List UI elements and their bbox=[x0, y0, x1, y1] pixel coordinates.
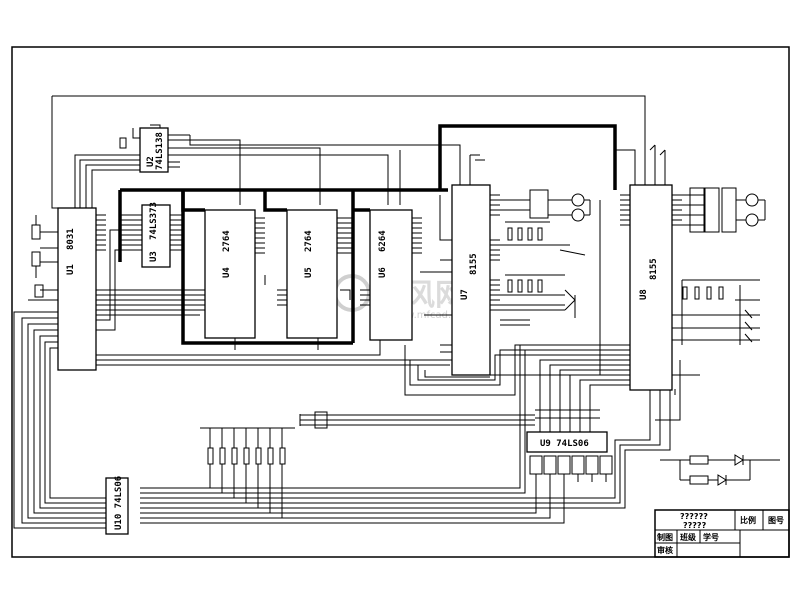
chip-u3-label: 74LS373 bbox=[149, 202, 159, 240]
chip-u8: U8 8155 bbox=[620, 184, 682, 391]
chip-u2-label: 74LS138 bbox=[155, 132, 165, 170]
chip-u3-id: U3 bbox=[149, 251, 159, 262]
chip-u6-label: 6264 bbox=[378, 230, 388, 252]
chip-u5-label: 2764 bbox=[304, 230, 314, 252]
pin-marks bbox=[299, 144, 666, 426]
seven-segment-displays bbox=[529, 455, 613, 482]
chip-u1-id: U1 bbox=[66, 264, 76, 275]
title-class: 班级 bbox=[680, 532, 697, 542]
title-drawn-by: 制图 bbox=[657, 532, 673, 542]
u8-peripherals bbox=[681, 187, 766, 345]
title-scale: 比例 bbox=[740, 515, 756, 525]
title-name: ?????? bbox=[680, 512, 708, 521]
title-reviewer: 审核 bbox=[657, 545, 673, 555]
chip-u6: U6 6264 bbox=[360, 209, 422, 341]
u7-peripherals bbox=[500, 189, 591, 326]
diode-circuit bbox=[660, 454, 780, 486]
chip-u9: U9 74LS06 bbox=[526, 431, 608, 453]
chip-u10-label: U10 74LS06 bbox=[114, 476, 124, 530]
chip-u7: U7 8155 bbox=[440, 184, 500, 376]
data-bus bbox=[118, 124, 617, 345]
chip-u4: U4 2764 bbox=[195, 209, 265, 339]
chip-u5-id: U5 bbox=[304, 267, 314, 278]
chip-u10: U10 74LS06 bbox=[105, 476, 129, 535]
chip-u8-id: U8 bbox=[639, 289, 649, 300]
chip-u4-label: 2764 bbox=[222, 230, 232, 252]
chip-u5: U5 2764 bbox=[277, 209, 353, 339]
clock-reset-circuit bbox=[28, 215, 45, 313]
chip-u1: U1 8031 bbox=[40, 207, 106, 371]
chip-u6-id: U6 bbox=[378, 267, 388, 278]
led-driver-wiring bbox=[300, 359, 630, 432]
chip-u4-id: U4 bbox=[222, 267, 232, 278]
chip-u9-label: U9 74LS06 bbox=[540, 439, 589, 449]
chip-u7-id: U7 bbox=[460, 289, 470, 300]
title-name-2: ????? bbox=[683, 521, 707, 530]
chip-u3: U3 74LS373 bbox=[120, 202, 183, 268]
title-drawing-no: 图号 bbox=[768, 516, 784, 525]
chip-u2-id: U2 bbox=[146, 156, 156, 167]
chip-u2: U2 74LS138 bbox=[119, 127, 200, 173]
chip-u8-label: 8155 bbox=[649, 258, 659, 280]
chip-u1-label: 8031 bbox=[66, 228, 76, 250]
title-student-id: 学号 bbox=[703, 532, 719, 542]
title-block: ?????? ????? 比例 图号 制图 班级 学号 审核 bbox=[654, 509, 790, 558]
chip-u7-label: 8155 bbox=[469, 253, 479, 275]
segment-wiring bbox=[13, 311, 671, 529]
drawing-frame bbox=[11, 46, 790, 558]
resistor-array bbox=[200, 411, 328, 518]
